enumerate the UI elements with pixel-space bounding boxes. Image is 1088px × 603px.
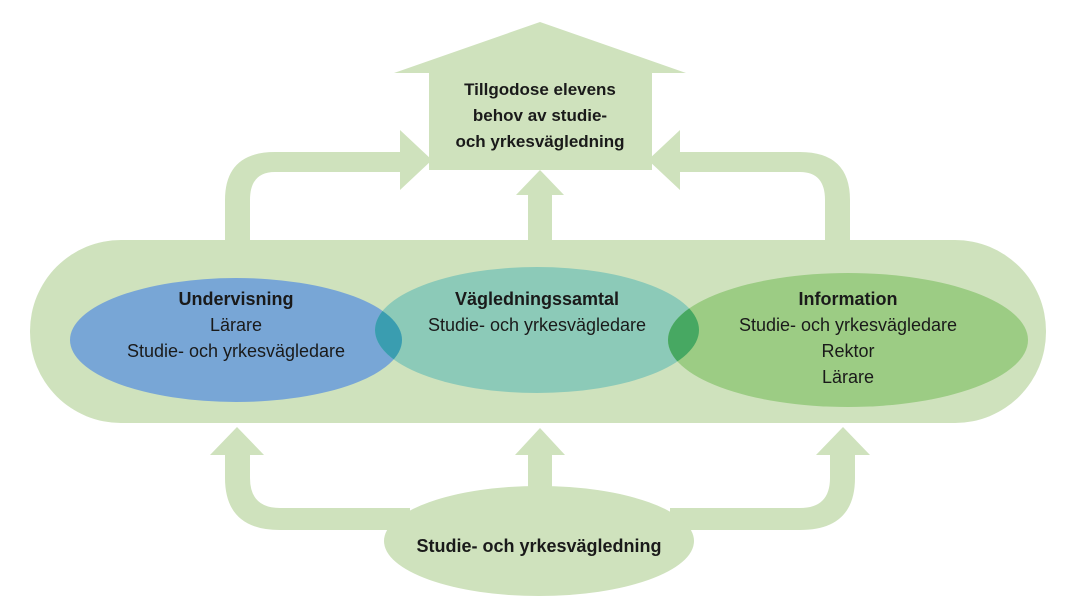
source-label: Studie- och yrkesvägledning — [416, 536, 661, 556]
oval-vagledningssamtal-text: Vägledningssamtal Studie- och yrkesvägle… — [428, 289, 646, 335]
arrow-bottom-left — [210, 427, 410, 530]
oval-undervisning-text: Undervisning Lärare Studie- och yrkesväg… — [127, 289, 345, 361]
arrow-left-up — [225, 130, 432, 250]
oval-information-line-1: Studie- och yrkesvägledare — [739, 315, 957, 335]
goal-house-shape — [394, 22, 686, 170]
lower-arrows — [210, 427, 870, 530]
oval-group — [70, 267, 1028, 407]
goal-line-1: Tillgodose elevens — [464, 80, 616, 99]
oval-vagledningssamtal-title: Vägledningssamtal — [455, 289, 619, 309]
oval-undervisning-title: Undervisning — [178, 289, 293, 309]
oval-undervisning-line-1: Lärare — [210, 315, 262, 335]
goal-line-2: behov av studie- — [473, 106, 607, 125]
upper-arrows — [225, 130, 850, 250]
goal-house-arrow — [394, 22, 686, 170]
oval-information — [668, 273, 1028, 407]
oval-undervisning — [70, 278, 402, 402]
oval-vagledningssamtal — [375, 267, 699, 393]
oval-information-line-3: Lärare — [822, 367, 874, 387]
goal-line-3: och yrkesvägledning — [455, 132, 624, 151]
oval-vagledningssamtal-line-1: Studie- och yrkesvägledare — [428, 315, 646, 335]
oval-undervisning-line-2: Studie- och yrkesvägledare — [127, 341, 345, 361]
oval-information-line-2: Rektor — [821, 341, 874, 361]
source-oval — [384, 486, 694, 596]
oval-information-title: Information — [799, 289, 898, 309]
goal-text: Tillgodose elevens behov av studie- och … — [455, 80, 624, 151]
arrow-center-up — [516, 170, 564, 250]
oval-information-text: Information Studie- och yrkesvägledare R… — [739, 289, 957, 387]
arrow-right-up — [648, 130, 850, 250]
arrow-bottom-center — [515, 428, 565, 495]
arrow-bottom-right — [670, 427, 870, 530]
